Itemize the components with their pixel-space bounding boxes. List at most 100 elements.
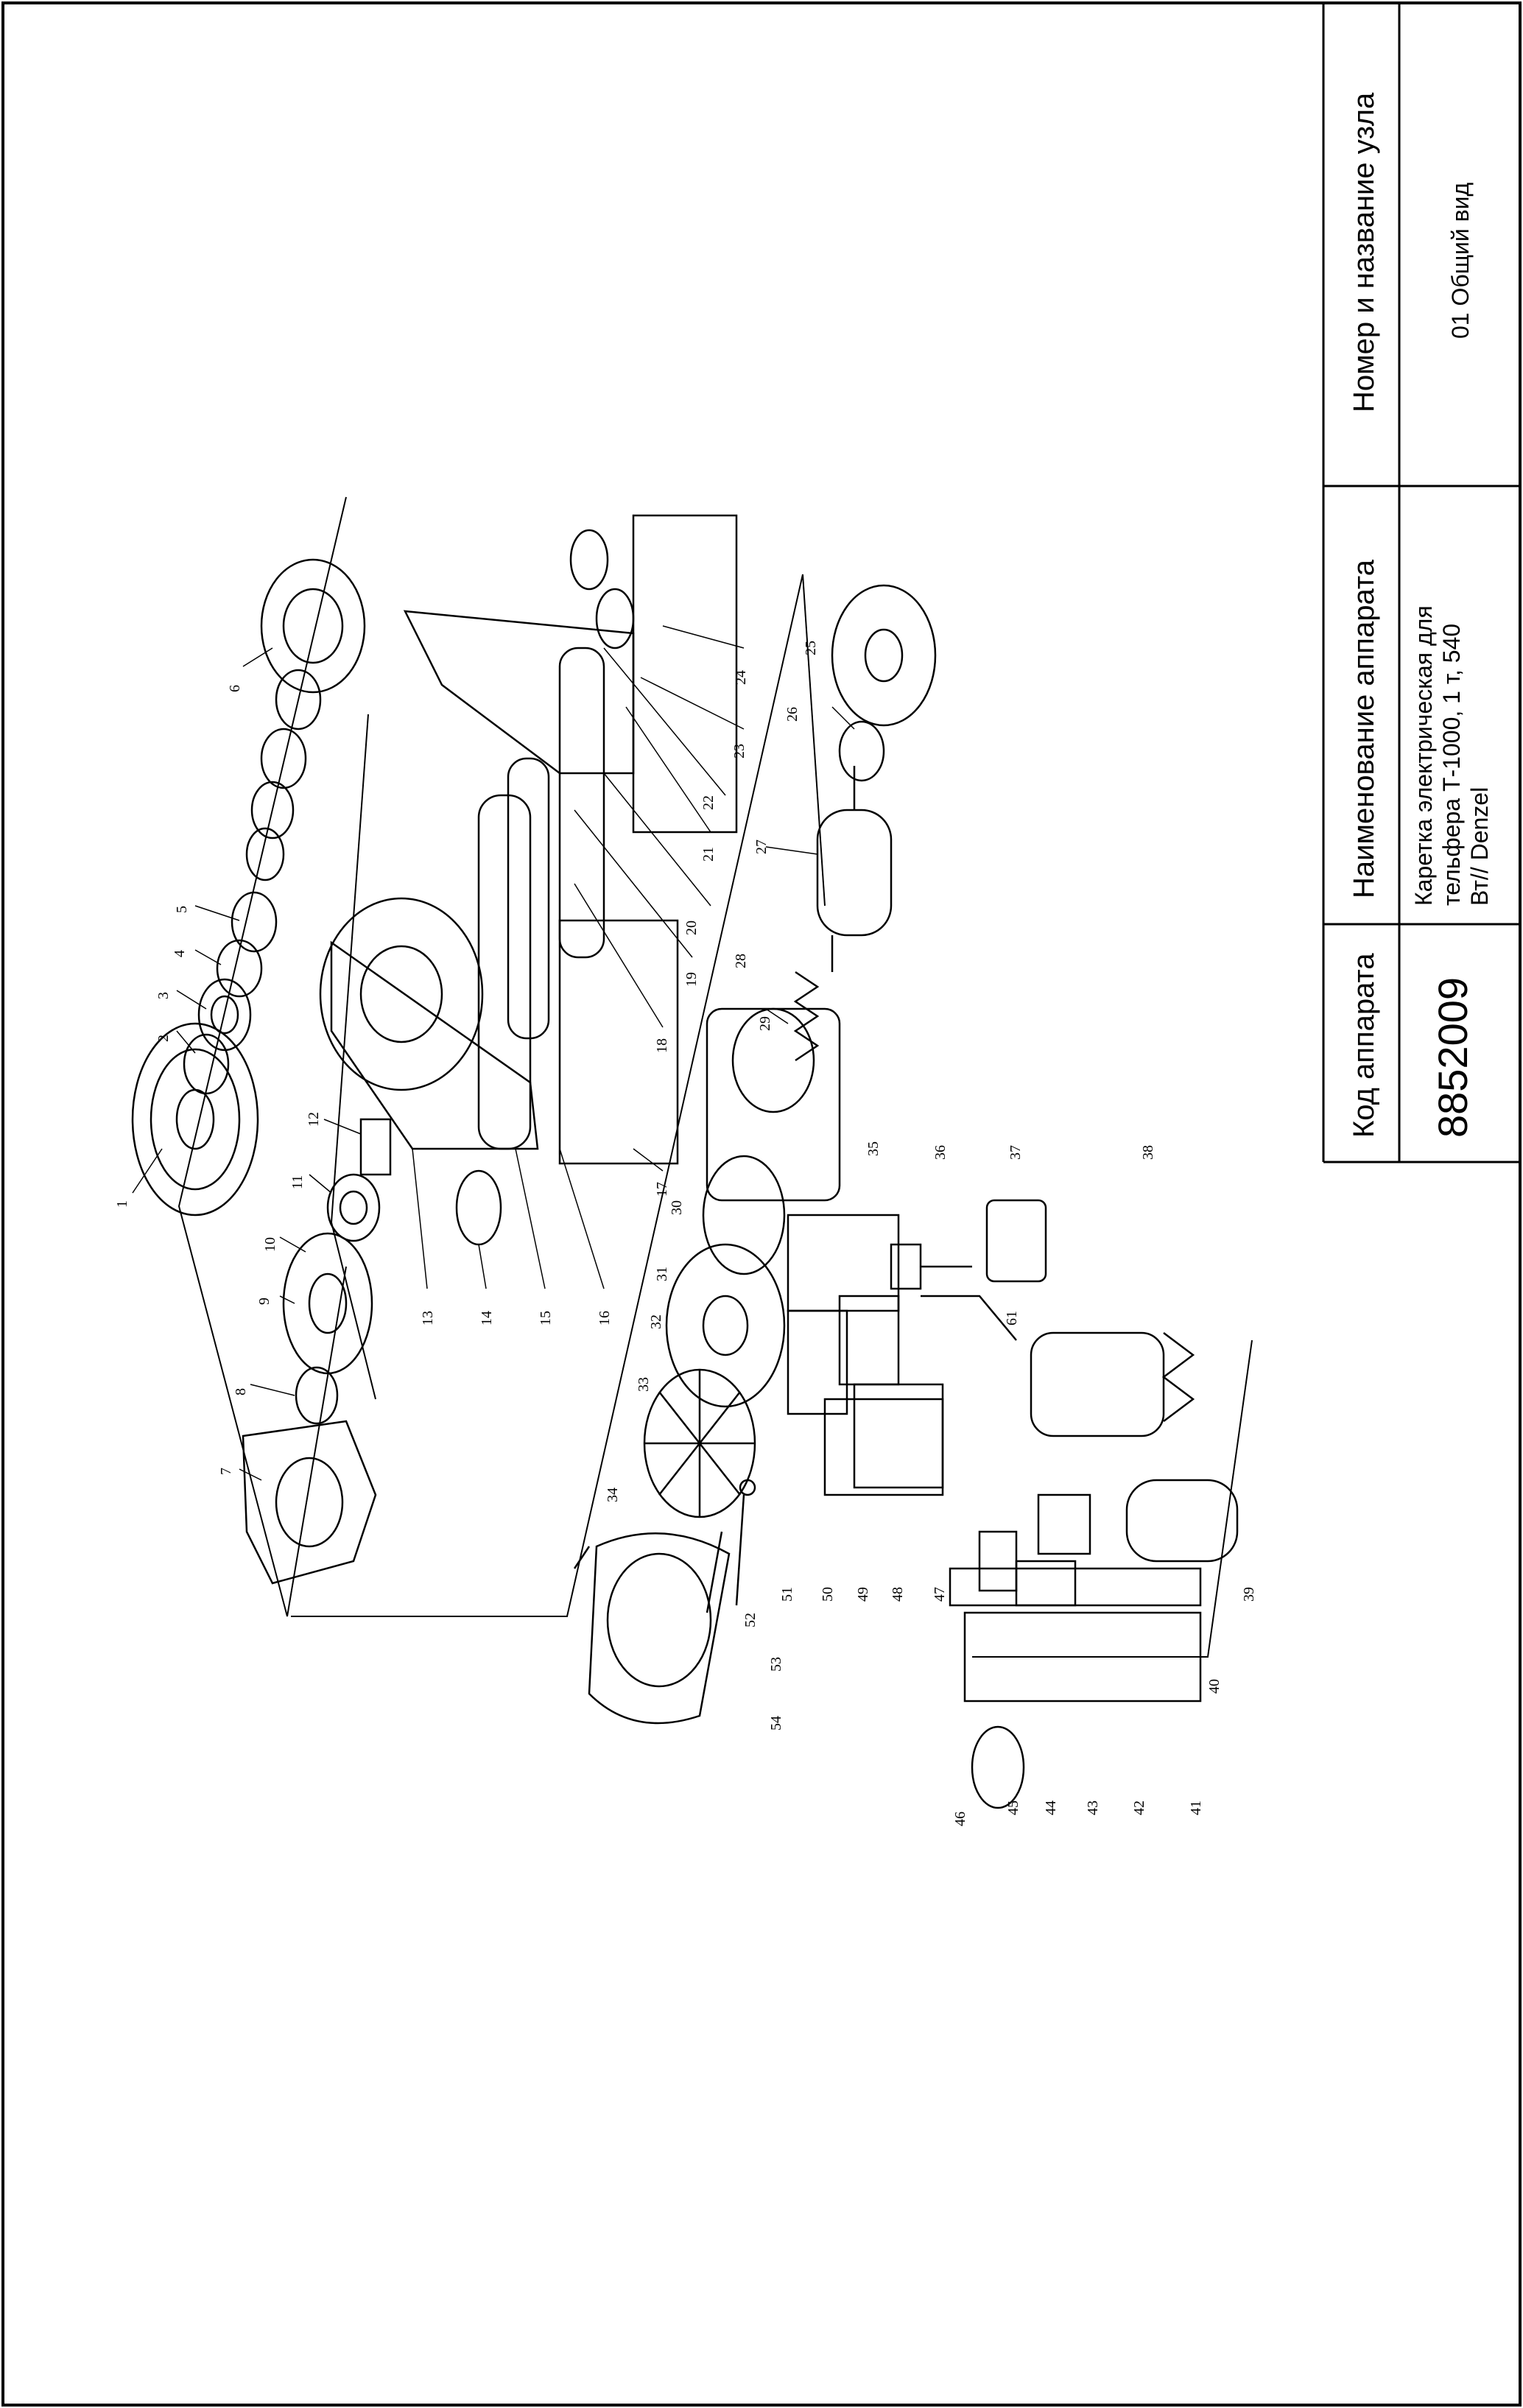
callout-15: 15 [538,1311,554,1326]
fan-housing-31 [665,1243,786,1408]
callout-45: 45 [1005,1800,1021,1815]
stator-29 [706,1007,841,1202]
plug-37 [985,1199,1047,1283]
callout-labels: 1 2 3 4 5 6 7 8 9 10 11 12 13 14 15 16 1… [114,641,1257,1826]
motor-group [588,584,937,1725]
frame-plates [330,514,738,1246]
screw-53 [706,1531,723,1613]
callout-21: 21 [700,847,717,862]
gear-1 [131,1022,259,1217]
electrical-group [573,1199,1239,1809]
callout-31: 31 [654,1267,670,1281]
rail-24 [632,514,738,834]
large-gear [319,897,484,1091]
callout-22: 22 [700,795,717,810]
handle-38 [1030,1331,1165,1437]
callout-54: 54 [768,1716,784,1731]
cable-61 [921,1265,1017,1341]
shaft-19 [507,757,550,1040]
name-line-2: тельфера Т-1000, 1 т, 540 [1438,623,1465,906]
callout-23: 23 [731,744,748,758]
callout-42: 42 [1131,1800,1147,1815]
bearing-3 [197,978,252,1052]
callout-17: 17 [654,1182,670,1197]
gear-9 [282,1232,373,1375]
callout-leaders [132,625,855,1481]
callout-9: 9 [256,1298,272,1305]
callout-48: 48 [890,1587,906,1602]
code-header: Код аппарата [1348,953,1380,1138]
assembly-group-outlines [177,496,1253,1658]
rail-17 [558,919,679,1165]
callout-32: 32 [648,1314,664,1329]
callout-47: 47 [932,1587,948,1602]
callout-27: 27 [753,839,770,854]
callout-4: 4 [172,950,188,957]
callout-51: 51 [779,1587,795,1602]
brake-disc-30 [702,1155,786,1275]
circlip-5 [231,891,278,953]
callout-34: 34 [605,1488,621,1502]
callout-11: 11 [289,1175,306,1189]
gland-46 [971,1725,1025,1809]
callout-52: 52 [742,1613,759,1627]
cover-7 [242,1420,377,1585]
callout-16: 16 [597,1311,613,1326]
screw-52 [735,1494,745,1606]
callout-35: 35 [865,1141,882,1156]
callout-10: 10 [262,1237,278,1252]
callout-30: 30 [669,1200,685,1215]
node-header: Номер и название узла [1348,92,1380,412]
end-cap-25 [831,584,937,727]
callout-61: 61 [1004,1311,1020,1326]
callout-7: 7 [218,1468,234,1475]
bracket-14 [455,1169,502,1246]
capacitor-39 [1125,1479,1239,1563]
callout-29: 29 [757,1016,773,1031]
side-plate-22 [403,610,635,775]
name-header: Наименование аппарата [1348,560,1380,898]
washer-51 [739,1479,756,1496]
callout-39: 39 [1241,1587,1257,1602]
callout-20: 20 [683,920,700,935]
callout-3: 3 [155,992,172,999]
callout-36: 36 [932,1145,949,1160]
callout-2: 2 [155,1035,172,1042]
washer-4 [216,939,263,998]
callout-28: 28 [733,954,749,968]
contact-45 [978,1530,1018,1592]
fan-cover-34 [588,1532,731,1725]
callout-50: 50 [820,1587,836,1602]
callout-44: 44 [1043,1800,1059,1815]
spring-28 [793,971,820,1062]
cover-50 [787,1309,848,1415]
side-plate-13 [330,940,539,1150]
shaft-15 [477,794,532,1150]
callout-49: 49 [855,1587,871,1602]
bearing-8 [295,1366,339,1425]
box-41 [963,1611,1202,1703]
callout-6: 6 [227,685,243,692]
callout-14: 14 [479,1311,495,1326]
callout-40: 40 [1206,1679,1223,1694]
cover-49 [823,1398,944,1496]
callout-37: 37 [1007,1145,1024,1160]
callout-5: 5 [174,906,190,913]
pinion-12 [359,1118,392,1176]
rotor-27 [816,809,893,937]
bearing-2 [183,1033,230,1095]
callout-43: 43 [1085,1800,1101,1815]
title-block-grid [1322,3,1520,1163]
cable-gland-36 [890,1243,922,1290]
node-value: 01 Общий вид [1447,182,1474,339]
callout-33: 33 [636,1377,652,1392]
screw-54 [573,1546,591,1569]
callout-25: 25 [803,641,819,655]
name-line-3: Вт// Denzel [1466,786,1493,906]
callout-8: 8 [233,1388,249,1395]
bearing-26 [838,720,885,782]
callout-41: 41 [1188,1800,1204,1815]
shaft-21 [558,647,605,959]
